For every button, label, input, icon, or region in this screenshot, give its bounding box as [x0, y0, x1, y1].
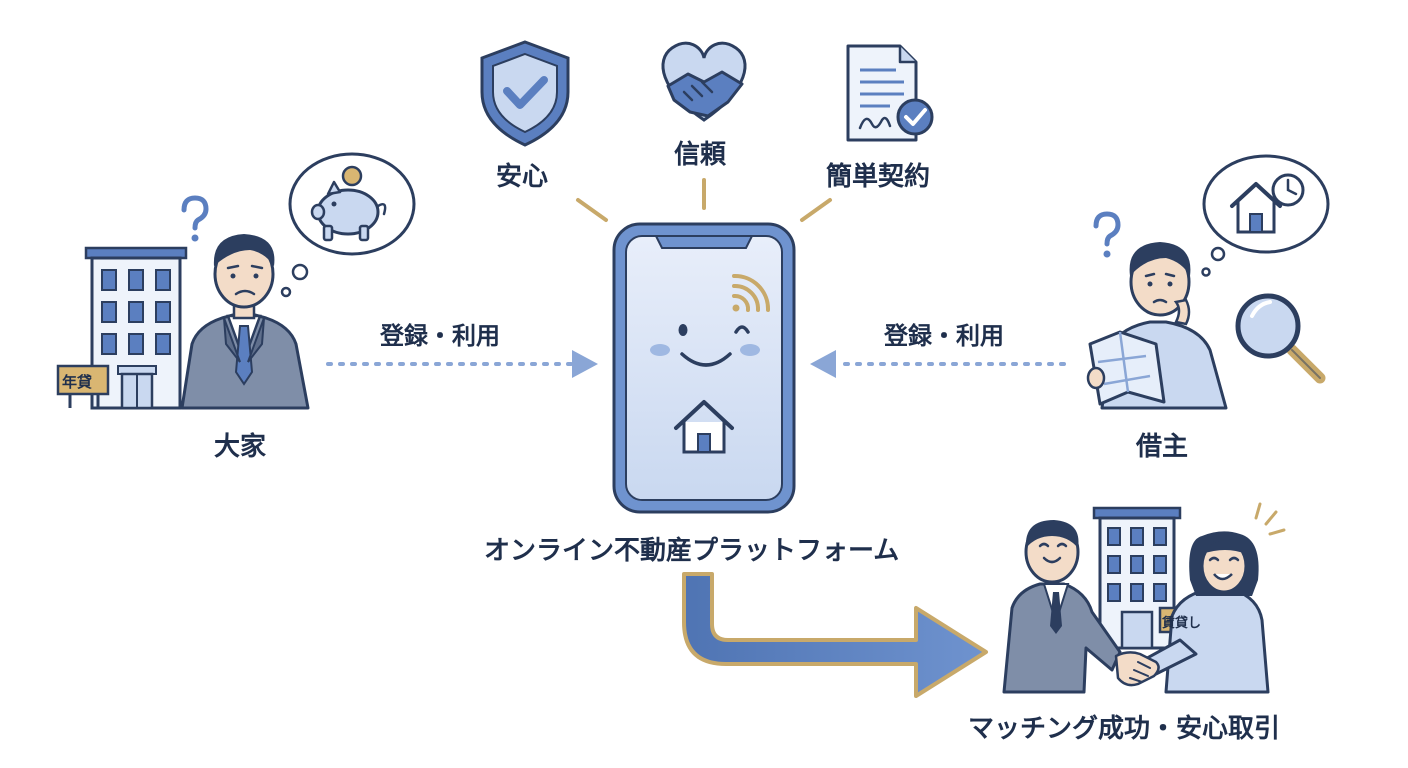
concept-label-anshin: 安心 — [496, 162, 549, 192]
tenant-question-icon — [1093, 211, 1121, 258]
wifi-signal-icon — [732, 273, 771, 312]
handshake-heart-icon — [661, 41, 747, 122]
tenant-person — [1086, 242, 1228, 410]
landlord-question-icon — [181, 195, 209, 242]
landlord-building — [84, 246, 188, 410]
shield-check-icon — [480, 40, 570, 147]
piggy-bank-thought-icon — [280, 152, 416, 298]
businessman-figure — [1002, 520, 1122, 694]
landlord-sign-text: 年貸 — [62, 373, 93, 391]
landlord-sign — [56, 364, 110, 408]
landlord-person — [180, 234, 310, 410]
landlord-label: 大家 — [214, 432, 267, 462]
result-building — [1092, 506, 1182, 650]
concept-label-kantan-keiyaku: 簡単契約 — [826, 162, 931, 192]
result-label: マッチング成功・安心取引 — [968, 714, 1281, 744]
tenant-dotted-arrow — [810, 350, 1066, 378]
home-icon — [674, 400, 734, 454]
concept-label-shinrai: 信頼 — [674, 140, 727, 170]
landlord-arrow-label: 登録・利用 — [380, 322, 500, 350]
landlord-dotted-arrow — [326, 350, 598, 378]
handshake-hands — [1114, 651, 1160, 687]
house-clock-thought-icon — [1201, 154, 1330, 277]
tenant-label: 借主 — [1136, 432, 1189, 462]
result-sign-text: 賃貸し — [1162, 616, 1202, 631]
magnifier-icon — [1235, 293, 1326, 384]
flow-arrow — [682, 572, 988, 698]
contract-document-icon — [846, 44, 934, 142]
platform-label: オンライン不動産プラットフォーム — [484, 536, 900, 566]
smartphone-platform-icon — [612, 222, 796, 514]
tenant-arrow-label: 登録・利用 — [884, 322, 1004, 350]
concept-rays — [576, 178, 832, 222]
smiley-face — [650, 324, 760, 367]
